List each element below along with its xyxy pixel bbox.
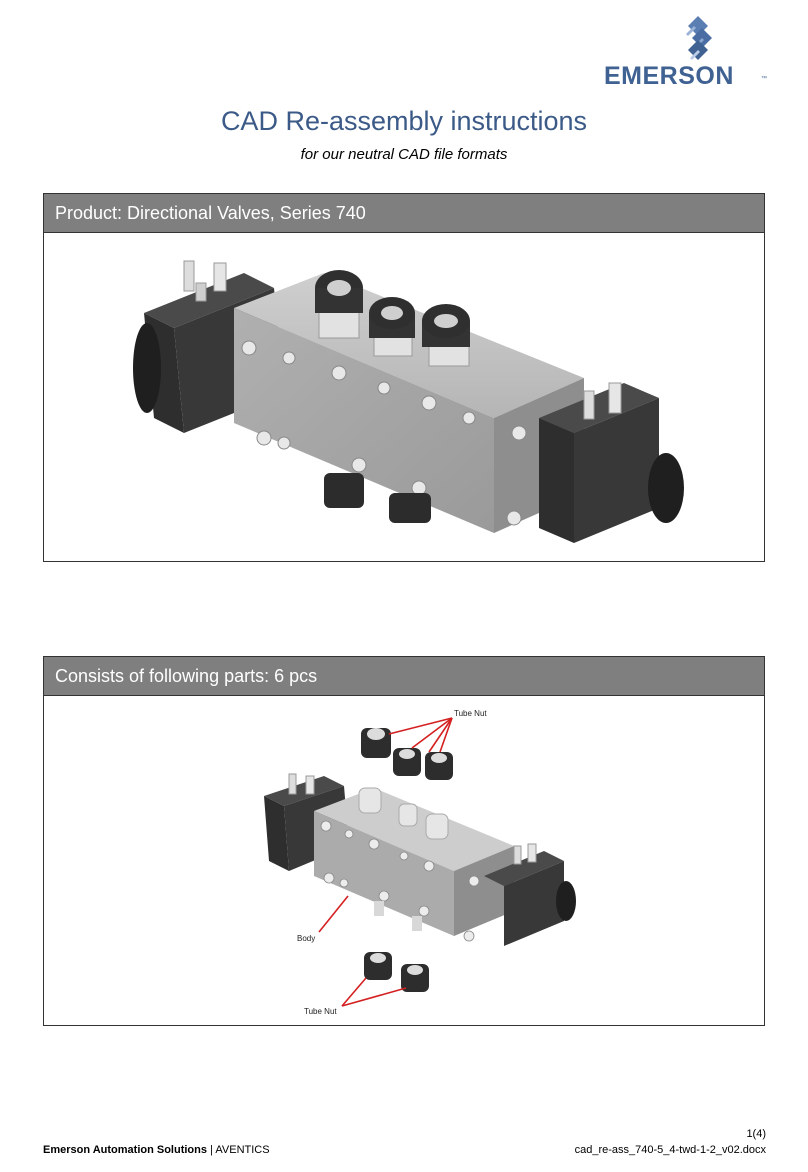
exploded-view-image: Tube Nut Body Tube Nut: [44, 696, 764, 1026]
product-image: [44, 233, 764, 562]
callout-tube-nut-top: Tube Nut: [454, 709, 487, 718]
footer-brand: AVENTICS: [215, 1144, 270, 1156]
exploded-bottom-tube-nuts: [364, 952, 429, 992]
footer-company-bold: Emerson Automation Solutions: [43, 1144, 207, 1156]
product-section: Product: Directional Valves, Series 740: [43, 193, 765, 562]
valve-assembly-illustration: [133, 260, 684, 543]
callout-tube-nut-bottom: Tube Nut: [304, 1007, 337, 1016]
parts-section-heading: Consists of following parts: 6 pcs: [44, 657, 764, 696]
document-title: CAD Re-assembly instructions: [220, 106, 588, 136]
page-number: 1(4): [746, 1128, 766, 1140]
brand-tm: ™: [761, 75, 767, 82]
footer-company: Emerson Automation Solutions | AVENTICS: [43, 1144, 270, 1156]
footer-filename: cad_re-ass_740-5_4-twd-1-2_v02.docx: [574, 1144, 766, 1156]
emerson-logo: EMERSON ™: [604, 14, 770, 90]
footer-separator: |: [207, 1144, 216, 1156]
exploded-valve-body: [264, 773, 576, 946]
exploded-top-tube-nuts: [361, 728, 453, 780]
document-subtitle: for our neutral CAD file formats: [300, 146, 508, 163]
bottom-tube-nuts: [324, 473, 431, 523]
callout-arrows: [318, 717, 453, 1007]
emerson-logo-mark: [686, 16, 712, 60]
callout-body: Body: [297, 934, 315, 943]
brand-wordmark: EMERSON: [604, 62, 734, 90]
exploded-view-illustration: Tube Nut Body Tube Nut: [264, 709, 576, 1016]
right-solenoid: [539, 382, 684, 543]
parts-section: Consists of following parts: 6 pcs: [43, 656, 765, 1026]
top-tube-nuts: [315, 270, 470, 367]
product-section-heading: Product: Directional Valves, Series 740: [44, 194, 764, 233]
